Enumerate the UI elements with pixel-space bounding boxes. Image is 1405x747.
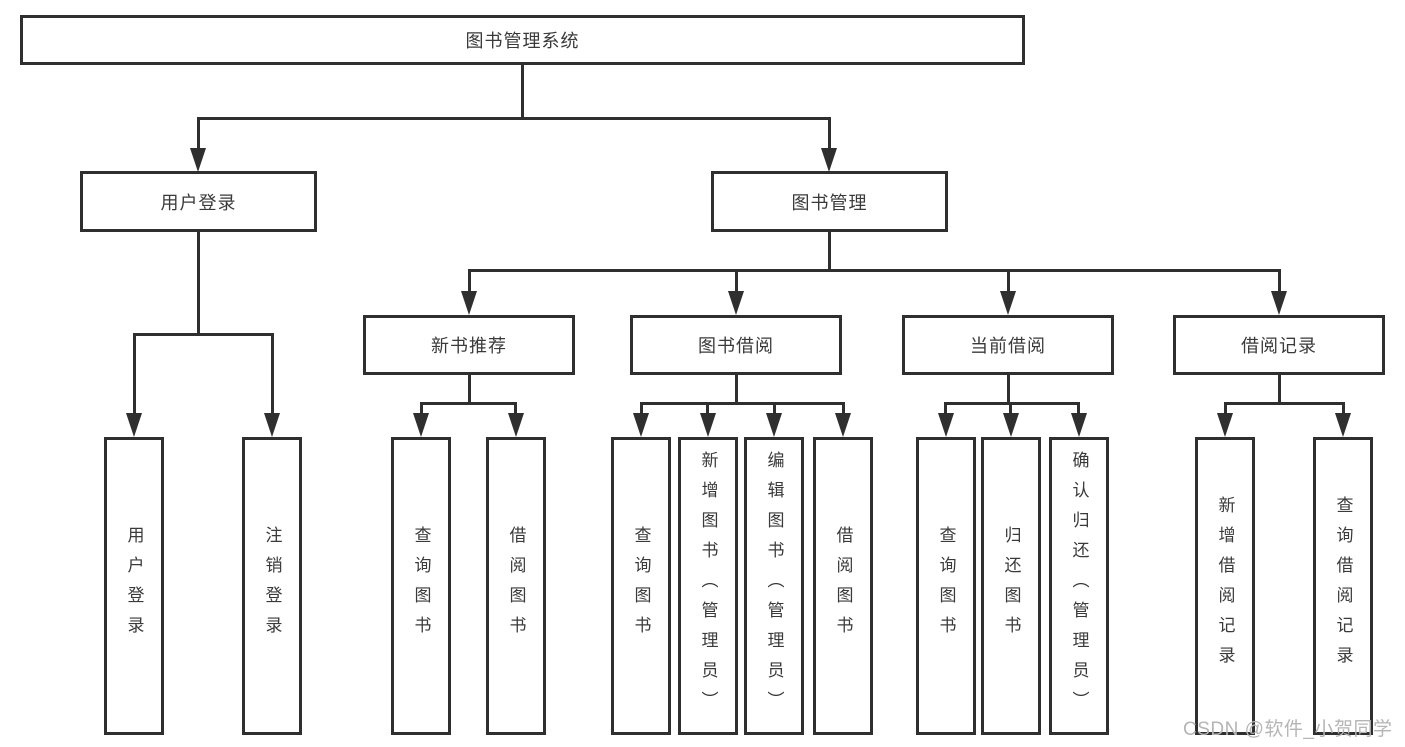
connector-line <box>1224 402 1227 415</box>
leaf-label: 归还图书 <box>1001 526 1021 646</box>
arrowhead-down-icon <box>413 413 429 437</box>
connector-line <box>773 402 776 415</box>
connector-line <box>521 64 524 118</box>
connector-line <box>1278 269 1281 293</box>
leaf-label: 编辑图书（管理员） <box>764 451 784 721</box>
leaf-label: 查询图书 <box>411 526 431 646</box>
arrowhead-down-icon <box>508 413 524 437</box>
arrowhead-down-icon <box>190 148 206 172</box>
connector-line <box>944 402 947 415</box>
arrowhead-down-icon <box>1335 413 1351 437</box>
leaf-user-login: 用户登录 <box>104 437 164 735</box>
connector-line <box>468 269 471 293</box>
leaf-add-books-admin: 新增图书（管理员） <box>678 437 738 735</box>
connector-line <box>944 402 1080 405</box>
node-label: 新书推荐 <box>431 336 507 356</box>
leaf-add-borrow-record: 新增借阅记录 <box>1195 437 1255 735</box>
leaf-borrow-books-1: 借阅图书 <box>486 437 546 735</box>
arrowhead-down-icon <box>1271 291 1287 315</box>
node-new-book-recommend: 新书推荐 <box>363 315 575 375</box>
leaf-label: 借阅图书 <box>833 526 853 646</box>
connector-line <box>197 117 831 120</box>
arrowhead-down-icon <box>126 413 142 437</box>
connector-line <box>197 232 200 336</box>
node-label: 借阅记录 <box>1241 336 1317 356</box>
connector-line <box>1007 269 1010 293</box>
node-current-borrow: 当前借阅 <box>902 315 1114 375</box>
connector-line <box>420 402 517 405</box>
connector-line <box>828 117 831 151</box>
leaf-query-borrow-record: 查询借阅记录 <box>1313 437 1373 735</box>
connector-line <box>468 269 1281 272</box>
arrowhead-down-icon <box>461 291 477 315</box>
arrowhead-down-icon <box>835 413 851 437</box>
node-library-management-system: 图书管理系统 <box>20 15 1025 65</box>
leaf-label: 查询图书 <box>631 526 651 646</box>
arrowhead-down-icon <box>728 291 744 315</box>
node-label: 图书管理 <box>791 192 868 213</box>
connector-line <box>1007 375 1010 405</box>
leaf-query-books-3: 查询图书 <box>916 437 976 735</box>
connector-line <box>640 402 643 415</box>
connector-line <box>640 402 844 405</box>
connector-line <box>271 333 274 415</box>
leaf-borrow-books-2: 借阅图书 <box>813 437 873 735</box>
connector-line <box>514 402 517 415</box>
leaf-label: 新增借阅记录 <box>1215 496 1235 676</box>
leaf-edit-books-admin: 编辑图书（管理员） <box>744 437 804 735</box>
arrowhead-down-icon <box>1000 291 1016 315</box>
leaf-label: 查询图书 <box>936 526 956 646</box>
connector-line <box>133 333 274 336</box>
connector-line <box>1278 375 1281 405</box>
arrowhead-down-icon <box>1071 413 1087 437</box>
arrowhead-down-icon <box>264 413 280 437</box>
leaf-logout: 注销登录 <box>242 437 302 735</box>
connector-line <box>1342 402 1345 415</box>
leaf-confirm-return-admin: 确认归还（管理员） <box>1049 437 1109 735</box>
connector-line <box>468 375 471 405</box>
leaf-query-books-1: 查询图书 <box>391 437 451 735</box>
arrowhead-down-icon <box>821 148 837 172</box>
arrowhead-down-icon <box>633 413 649 437</box>
connector-line <box>1077 402 1080 415</box>
node-book-management: 图书管理 <box>711 171 948 232</box>
watermark-text: CSDN @软件_小贺同学 <box>1183 719 1393 740</box>
leaf-label: 注销登录 <box>262 526 282 646</box>
node-borrow-record: 借阅记录 <box>1173 315 1385 375</box>
leaf-label: 用户登录 <box>124 526 144 646</box>
leaf-return-books: 归还图书 <box>981 437 1041 735</box>
connector-line <box>197 117 200 151</box>
connector-line <box>133 333 136 415</box>
connector-line <box>842 402 845 415</box>
leaf-label: 借阅图书 <box>506 526 526 646</box>
node-label: 当前借阅 <box>970 336 1046 356</box>
connector-line <box>706 402 709 415</box>
connector-line <box>1224 402 1344 405</box>
connector-line <box>735 375 738 405</box>
leaf-label: 新增图书（管理员） <box>698 451 718 721</box>
arrowhead-down-icon <box>700 413 716 437</box>
leaf-label: 确认归还（管理员） <box>1069 451 1089 721</box>
leaf-label: 查询借阅记录 <box>1333 496 1353 676</box>
arrowhead-down-icon <box>1003 413 1019 437</box>
node-label: 图书借阅 <box>698 336 774 356</box>
node-user-login: 用户登录 <box>80 171 317 232</box>
node-book-borrow: 图书借阅 <box>630 315 842 375</box>
connector-line <box>828 232 831 272</box>
connector-line <box>735 269 738 293</box>
node-label: 用户登录 <box>160 192 237 213</box>
connector-line <box>1009 402 1012 415</box>
leaf-query-books-2: 查询图书 <box>611 437 671 735</box>
node-label: 图书管理系统 <box>465 31 580 51</box>
arrowhead-down-icon <box>938 413 954 437</box>
arrowhead-down-icon <box>766 413 782 437</box>
connector-line <box>420 402 423 415</box>
arrowhead-down-icon <box>1217 413 1233 437</box>
